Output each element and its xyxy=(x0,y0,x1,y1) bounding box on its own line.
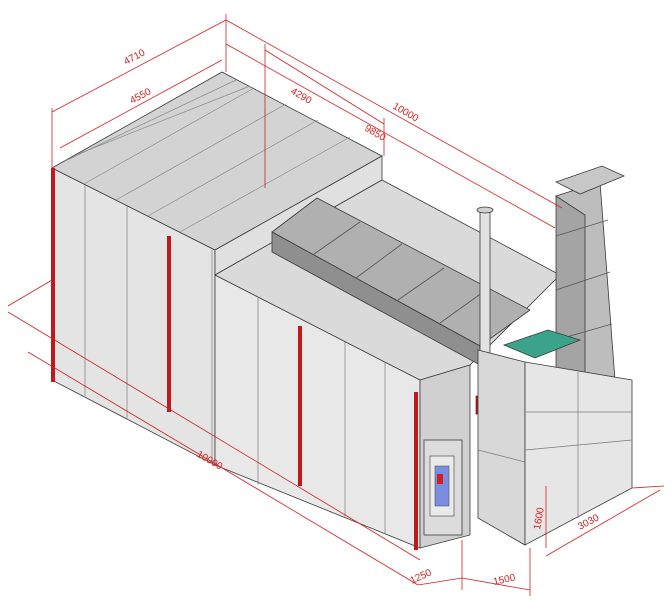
green-filter-top xyxy=(502,329,582,359)
dim-total-length: 10000 xyxy=(391,101,421,125)
intake-hood xyxy=(554,165,626,195)
red-corner-strips xyxy=(51,168,418,550)
service-door xyxy=(423,439,463,536)
dim-unit-width: 1500 xyxy=(492,572,516,587)
dim-plenum-width: 4290 xyxy=(289,86,314,107)
dim-door-offset: 1250 xyxy=(409,567,434,587)
dim-total-width: 4710 xyxy=(122,47,147,67)
dim-inner-width: 4550 xyxy=(128,86,153,106)
roof-panel-seams xyxy=(64,79,351,233)
dim-unit-height: 1600 xyxy=(532,506,547,530)
air-handling-unit xyxy=(477,165,633,546)
roof-air-duct xyxy=(271,197,531,366)
unit-front xyxy=(477,349,526,546)
wall-panel-seams xyxy=(84,185,386,534)
dimension-lines xyxy=(7,14,665,596)
